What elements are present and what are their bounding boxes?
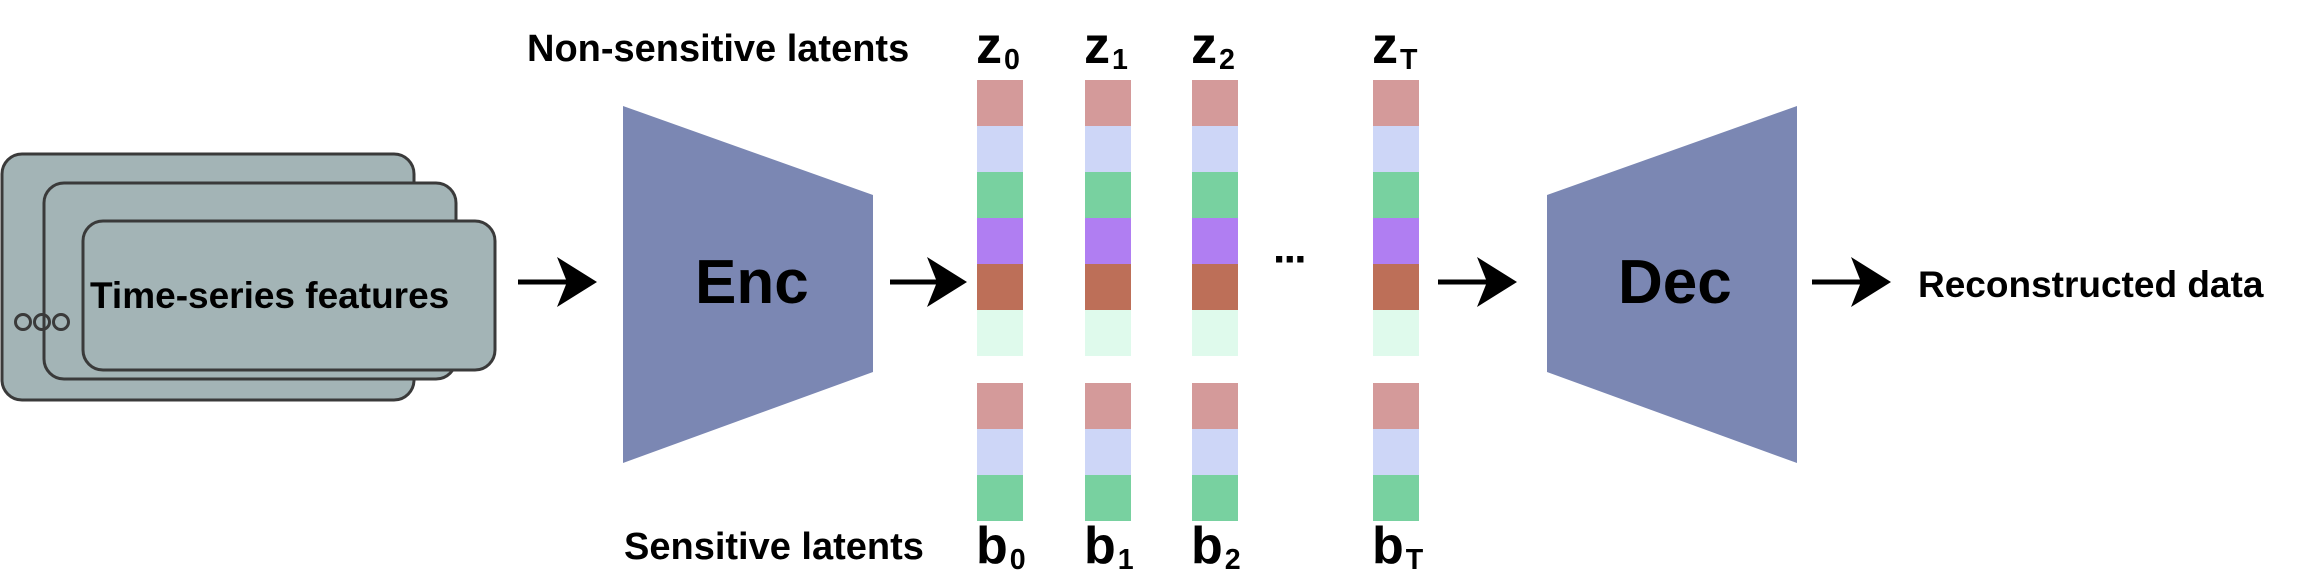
- b2-cell-1: [1192, 429, 1238, 475]
- zT-cell-5: [1373, 310, 1419, 356]
- decoder-label: Dec: [1618, 248, 1732, 317]
- z2-cell-0: [1192, 80, 1238, 126]
- latent-symbol-b0: b0: [976, 517, 1026, 577]
- z0-cell-1: [977, 126, 1023, 172]
- z0-cell-4: [977, 264, 1023, 310]
- z1-cell-1: [1085, 126, 1131, 172]
- latent-symbol-z1: z1: [1084, 17, 1128, 77]
- column-ellipsis: ···: [1273, 235, 1309, 284]
- encoder-label: Enc: [695, 248, 809, 317]
- nonsensitive-latents-label: Non-sensitive latents: [527, 28, 910, 70]
- bT-cell-2: [1373, 475, 1419, 521]
- output-label: Reconstructed data: [1918, 264, 2264, 305]
- zT-cell-2: [1373, 172, 1419, 218]
- latent-symbol-b2: b2: [1191, 517, 1241, 577]
- zT-cell-1: [1373, 126, 1419, 172]
- b1-cell-2: [1085, 475, 1131, 521]
- b1-cell-1: [1085, 429, 1131, 475]
- sensitive-latents-label: Sensitive latents: [624, 526, 924, 568]
- b0-cell-2: [977, 475, 1023, 521]
- z2-cell-4: [1192, 264, 1238, 310]
- ellipsis-circles-icon: [14, 313, 70, 331]
- decoder-block: [1547, 106, 1797, 463]
- latent-symbol-b1: b1: [1084, 517, 1134, 577]
- z0-cell-0: [977, 80, 1023, 126]
- z0-cell-3: [977, 218, 1023, 264]
- latent-symbol-z0: z0: [976, 17, 1020, 77]
- input-label: Time-series features: [90, 275, 450, 316]
- z2-cell-1: [1192, 126, 1238, 172]
- z1-cell-2: [1085, 172, 1131, 218]
- z2-cell-2: [1192, 172, 1238, 218]
- b0-cell-1: [977, 429, 1023, 475]
- b2-cell-2: [1192, 475, 1238, 521]
- b0-cell-0: [977, 383, 1023, 429]
- input-card-front: [81, 219, 497, 372]
- input-card-stack: [0, 152, 497, 402]
- z0-cell-5: [977, 310, 1023, 356]
- b2-cell-0: [1192, 383, 1238, 429]
- latent-symbol-zT: zT: [1372, 17, 1418, 77]
- latent-symbol-bT: bT: [1372, 517, 1424, 577]
- z1-cell-3: [1085, 218, 1131, 264]
- zT-cell-3: [1373, 218, 1419, 264]
- latent-columns: [977, 80, 1419, 521]
- bT-cell-0: [1373, 383, 1419, 429]
- z2-cell-5: [1192, 310, 1238, 356]
- zT-cell-0: [1373, 80, 1419, 126]
- z0-cell-2: [977, 172, 1023, 218]
- z2-cell-3: [1192, 218, 1238, 264]
- latent-symbol-z2: z2: [1191, 17, 1235, 77]
- z1-cell-4: [1085, 264, 1131, 310]
- z1-cell-0: [1085, 80, 1131, 126]
- zT-cell-4: [1373, 264, 1419, 310]
- bT-cell-1: [1373, 429, 1419, 475]
- z1-cell-5: [1085, 310, 1131, 356]
- b1-cell-0: [1085, 383, 1131, 429]
- encoder-block: [623, 106, 873, 463]
